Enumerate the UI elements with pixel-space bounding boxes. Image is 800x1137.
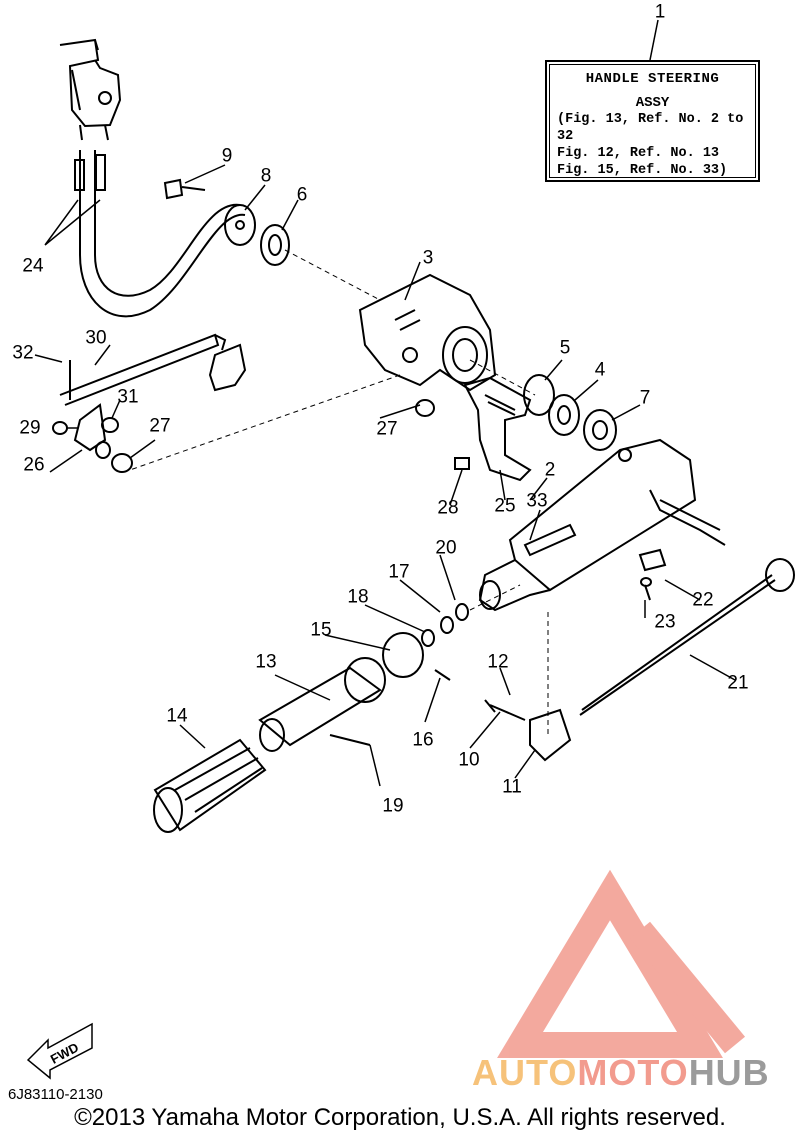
callout-27a: 27 xyxy=(149,415,171,437)
callout-5: 5 xyxy=(559,337,571,359)
watermark-auto: AUTO xyxy=(472,1052,578,1093)
callout-2: 2 xyxy=(544,459,556,481)
title-ref-1: (Fig. 13, Ref. No. 2 to 32 xyxy=(557,112,744,144)
callout-15: 15 xyxy=(310,619,332,641)
title-line1: HANDLE STEERING xyxy=(585,71,720,87)
callout-27b: 27 xyxy=(376,418,398,440)
watermark-text: AUTOMOTOHUB xyxy=(472,1052,770,1094)
callout-11: 11 xyxy=(502,776,522,798)
copyright-text: ©2013 Yamaha Motor Corporation, U.S.A. A… xyxy=(74,1104,726,1131)
callout-33: 33 xyxy=(526,490,548,512)
throttle-lever xyxy=(463,376,532,482)
cable-bracket xyxy=(59,38,122,141)
callout-19: 19 xyxy=(382,795,404,817)
callout-1: 1 xyxy=(654,1,666,23)
callout-31: 31 xyxy=(117,386,139,408)
title-ref-2: Fig. 12, Ref. No. 13 xyxy=(557,146,720,161)
callout-24: 24 xyxy=(22,255,44,277)
callout-7: 7 xyxy=(639,387,651,409)
callout-17: 17 xyxy=(388,561,410,583)
fwd-arrow-icon xyxy=(26,1022,93,1080)
callout-21: 21 xyxy=(727,672,749,694)
callout-12: 12 xyxy=(487,651,509,673)
callout-20: 20 xyxy=(435,537,457,559)
callout-18: 18 xyxy=(347,586,369,608)
callout-23: 23 xyxy=(654,611,676,633)
cable-21 xyxy=(484,548,795,762)
callout-25: 25 xyxy=(494,495,516,517)
callout-30: 30 xyxy=(85,327,107,349)
callout-16: 16 xyxy=(412,729,434,751)
watermark-hub: HUB xyxy=(688,1052,770,1093)
callout-13: 13 xyxy=(255,651,277,673)
throttle-cables xyxy=(74,150,246,318)
callout-9: 9 xyxy=(221,145,233,167)
callout-22: 22 xyxy=(692,589,714,611)
grip-assembly xyxy=(153,603,469,833)
watermark-moto: MOTO xyxy=(577,1052,689,1093)
callout-10: 10 xyxy=(458,749,480,771)
linkage-rod xyxy=(52,333,470,473)
callout-4: 4 xyxy=(594,359,606,381)
callout-32: 32 xyxy=(12,342,34,364)
callout-8: 8 xyxy=(260,165,272,187)
title-line2: ASSY xyxy=(635,95,670,111)
callout-26: 26 xyxy=(23,454,45,476)
steering-bracket xyxy=(358,273,497,392)
title-box: HANDLE STEERING ASSY (Fig. 13, Ref. No. … xyxy=(545,60,760,182)
steering-handle xyxy=(478,438,726,612)
watermark-logo-icon xyxy=(497,869,746,1058)
leader-lines xyxy=(34,19,736,787)
callout-6: 6 xyxy=(296,184,308,206)
bolt-9 xyxy=(163,178,206,200)
callout-3: 3 xyxy=(422,247,434,269)
washers xyxy=(224,204,617,451)
callout-29: 29 xyxy=(19,417,41,439)
callout-14: 14 xyxy=(166,705,188,727)
drawing-code: 6J83110-2130 xyxy=(8,1086,103,1103)
title-ref-3: Fig. 15, Ref. No. 33) xyxy=(557,163,728,178)
center-lines xyxy=(129,249,549,735)
callout-28: 28 xyxy=(437,497,459,519)
